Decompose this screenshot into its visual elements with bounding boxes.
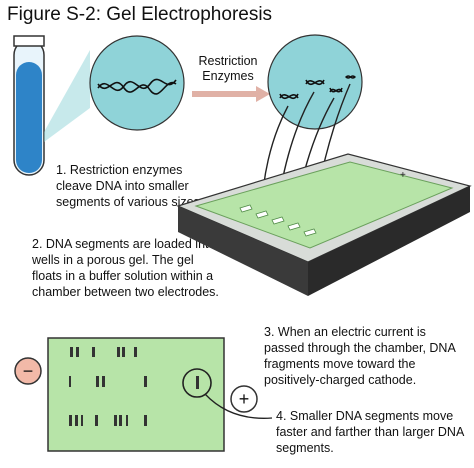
test-tube: DNA Sample <box>13 35 69 176</box>
dna-strand-icon <box>97 78 177 95</box>
negative-sign: − <box>23 361 34 381</box>
gel-wells <box>239 204 317 237</box>
gel-bands <box>69 347 147 426</box>
enzyme-label-line2: Enzymes <box>202 69 254 83</box>
gel-slab <box>194 161 454 249</box>
positive-sign: + <box>239 389 250 409</box>
process-arrowhead-icon <box>256 86 270 102</box>
figure-title: Figure S-2: Gel Electrophoresis <box>7 4 273 25</box>
pointer-line <box>204 393 273 419</box>
negative-electrode: − <box>14 357 42 385</box>
chamber-marker-icon: + <box>400 170 406 181</box>
restriction-enzymes-label: Restriction Enzymes <box>192 54 264 84</box>
electrophoresis-chamber: + <box>176 153 472 296</box>
step-3-text: 3. When an electric current is passed th… <box>264 325 456 387</box>
tube-liquid <box>16 62 42 173</box>
intact-dna-circle <box>89 35 185 131</box>
enzyme-label-line1: Restriction <box>198 54 258 68</box>
step-2-text: 2. DNA segments are loaded into wells in… <box>32 237 219 299</box>
step-4-text: 4. Smaller DNA segments move faster and … <box>276 409 464 455</box>
dna-fragments-icon <box>279 75 356 100</box>
magnification-cone <box>44 50 90 142</box>
step-1-text: 1. Restriction enzymes cleave DNA into s… <box>56 163 204 209</box>
smallest-band <box>196 376 199 389</box>
positive-electrode: + <box>230 385 258 413</box>
highlight-circle <box>182 368 212 398</box>
